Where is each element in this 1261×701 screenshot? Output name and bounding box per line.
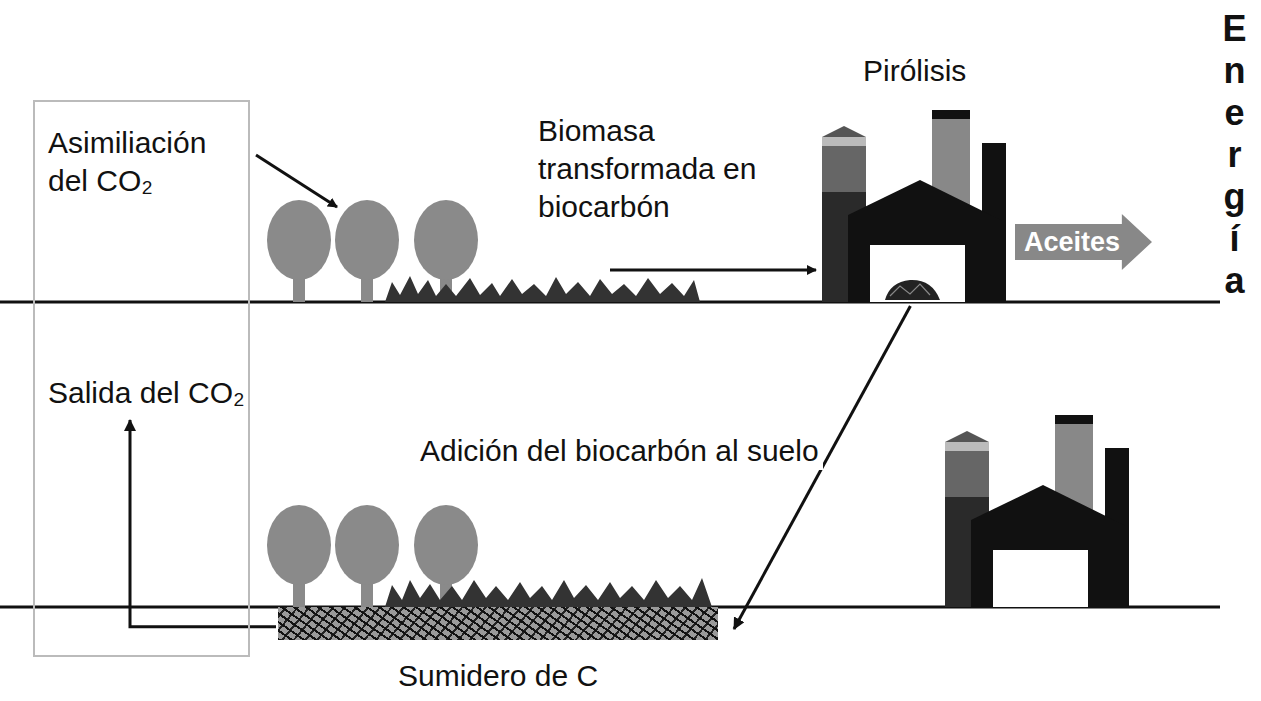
process-label: Biomasa transformada en biocarbón [538,112,788,226]
vertical-label: Energía [1222,8,1247,302]
node-text: Pirólisis [863,52,966,90]
node-text: Asimiliación del CO₂ [48,124,248,200]
edge-label: Adición del biocarbón al suelo [416,432,823,470]
pyrolysis-plant: Pirólisis [812,52,1017,302]
carbon-sink: Sumidero de C [278,607,718,699]
biochar-layer [278,607,718,640]
grass [385,276,700,302]
trees [267,505,478,607]
node-text: Sumidero de C [398,657,598,695]
oil-arrow: Aceites [1015,214,1152,270]
leader-arrow [256,155,337,207]
grass [385,578,712,607]
plant [945,415,1129,607]
co2-box: Asimiliación del CO₂ Salida del CO₂ [33,100,250,657]
node-text: Salida del CO₂ [48,374,248,412]
connector [130,420,276,627]
leader-arrow [610,269,816,272]
pyrolysis-plant [822,110,1006,302]
arrow-label: Aceites [1024,223,1120,261]
